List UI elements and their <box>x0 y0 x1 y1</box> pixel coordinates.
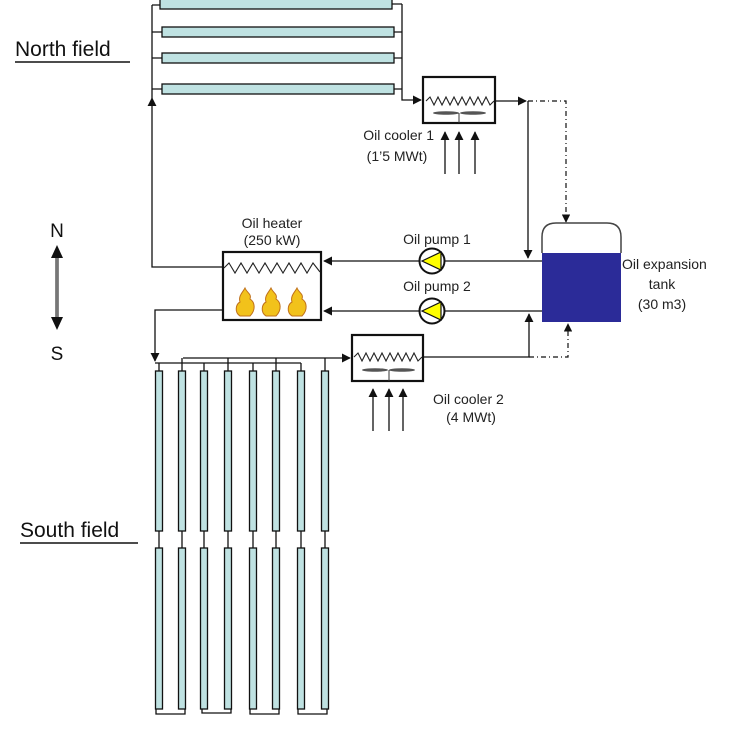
south-collector-section <box>177 547 187 710</box>
south-field-label: South field <box>20 519 119 542</box>
south-header-stubs <box>158 358 326 371</box>
airflow-arrows-icon <box>368 388 408 431</box>
south-collector-section <box>223 547 233 710</box>
arrow-down-icon <box>51 317 63 330</box>
oil-expansion-tank: Oil expansion tank (30 m3) <box>541 222 707 322</box>
oil-cooler-2: Oil cooler 2 (4 MWt) <box>350 333 504 431</box>
south-collector-column <box>296 370 306 710</box>
south-u-bend <box>249 709 280 715</box>
tank-capacity: (30 m3) <box>638 296 686 312</box>
tank-name-line2: tank <box>649 276 676 292</box>
compass: N S <box>50 221 64 365</box>
coil-icon <box>223 261 321 275</box>
pump-direction-icon <box>420 251 442 271</box>
flame-icon <box>287 286 307 317</box>
south-collector-column <box>154 370 164 710</box>
north-field-label: North field <box>15 38 111 61</box>
south-collector-section <box>177 370 187 532</box>
oil-heater-name: Oil heater <box>242 215 303 231</box>
coil-icon <box>425 95 495 107</box>
oil-heater-rating: (250 kW) <box>244 232 301 248</box>
north-field: North field <box>15 0 421 100</box>
north-collector-row <box>161 52 395 64</box>
south-u-bend <box>155 709 186 715</box>
compass-north-label: N <box>50 221 64 242</box>
compass-south-label: S <box>51 344 64 365</box>
south-collector-section <box>320 370 330 532</box>
oil-heater: Oil heater (250 kW) <box>221 215 323 322</box>
south-collector-column <box>271 370 281 710</box>
south-collector-section <box>199 547 209 710</box>
fan-blade-icon <box>389 368 415 372</box>
oil-cooler-1: Oil cooler 1 (1’5 MWt) <box>363 75 497 174</box>
south-collector-section <box>154 370 164 532</box>
oil-pump-1: Oil pump 1 <box>403 231 471 275</box>
dashed-line-to-tank-top <box>528 100 571 223</box>
pump-direction-icon <box>420 301 442 321</box>
south-u-bend <box>201 709 232 714</box>
south-collector-section <box>271 370 281 532</box>
south-field: South field <box>20 353 351 715</box>
south-collector-column <box>223 370 233 710</box>
oil-pump-1-label: Oil pump 1 <box>403 231 471 247</box>
fan-blade-icon <box>362 368 388 372</box>
tank-shell <box>541 222 622 253</box>
coil-icon <box>353 351 423 363</box>
pipe-heater-to-north-field <box>147 97 223 268</box>
dashed-line-to-tank-bottom <box>529 323 573 358</box>
south-collector-section <box>320 547 330 710</box>
south-collector-section <box>296 547 306 710</box>
south-collector-section <box>248 370 258 532</box>
flame-icon <box>235 286 255 317</box>
oil-cooler-2-name: Oil cooler 2 <box>433 391 504 407</box>
south-collector-column <box>248 370 258 710</box>
north-collector-row <box>159 0 393 10</box>
airflow-arrows-icon <box>440 131 480 174</box>
south-collector-section <box>296 370 306 532</box>
fan-blade-icon <box>433 111 459 115</box>
south-collector-section <box>223 370 233 532</box>
north-collector-row <box>161 83 395 95</box>
south-collector-column <box>320 370 330 710</box>
pipe-heater-to-south-field <box>150 309 223 362</box>
oil-pump-2-label: Oil pump 2 <box>403 278 471 294</box>
south-collector-section <box>199 370 209 532</box>
north-inlet-header-stubs <box>152 4 162 90</box>
oil-cooler-1-name: Oil cooler 1 <box>363 127 434 143</box>
oil-cooler-1-rating: (1’5 MWt) <box>367 148 428 164</box>
south-collector-section <box>154 547 164 710</box>
oil-cooler-2-rating: (4 MWt) <box>446 409 496 425</box>
south-collector-columns <box>154 370 330 710</box>
flame-icon <box>261 286 281 317</box>
north-collector-row <box>161 26 395 38</box>
tank-oil-level <box>542 253 621 322</box>
south-collector-section <box>271 547 281 710</box>
tank-name-line1: Oil expansion <box>622 256 707 272</box>
oil-pump-2: Oil pump 2 <box>403 278 471 325</box>
south-u-bend <box>297 709 328 715</box>
arrow-up-icon <box>51 245 63 258</box>
north-outlet-pipe <box>392 3 421 100</box>
fan-blade-icon <box>460 111 486 115</box>
south-collector-section <box>248 547 258 710</box>
south-collector-column <box>177 370 187 710</box>
south-collector-column <box>199 370 209 710</box>
